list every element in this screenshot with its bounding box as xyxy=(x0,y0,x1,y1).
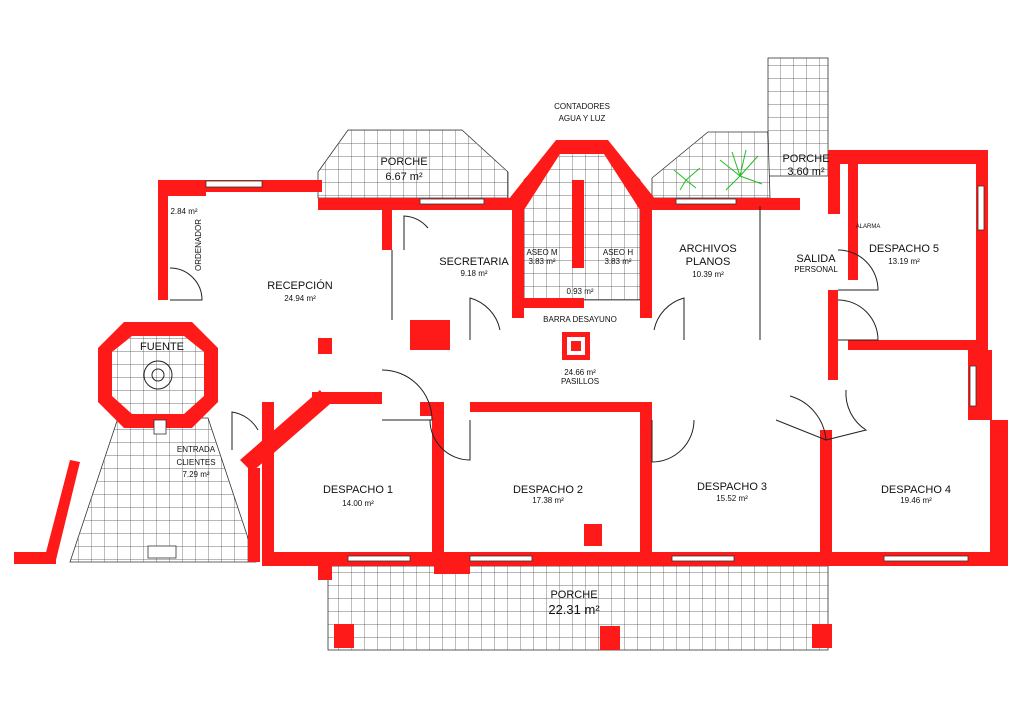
despacho2-name: DESPACHO 2 xyxy=(513,484,583,496)
despacho4-name: DESPACHO 4 xyxy=(881,484,951,496)
porche-s-area: 22.31 m² xyxy=(548,602,600,617)
despacho5-name: DESPACHO 5 xyxy=(869,243,939,255)
ordenador-name: ORDENADOR xyxy=(194,219,203,271)
plant-icon xyxy=(673,149,763,191)
aseo-m-area: 3.83 m² xyxy=(528,257,555,266)
despacho5-area: 13.19 m² xyxy=(888,257,920,266)
entrada-area: 7.29 m² xyxy=(182,470,209,479)
despacho3-name: DESPACHO 3 xyxy=(697,481,767,493)
entrada-name: ENTRADA xyxy=(177,445,216,454)
porche-ne-area: 3.60 m² xyxy=(787,166,825,178)
recepcion-name: RECEPCIÓN xyxy=(267,279,332,292)
despacho3-area: 15.52 m² xyxy=(716,494,748,503)
tiled-areas xyxy=(69,57,829,651)
despacho2-area: 17.38 m² xyxy=(532,496,564,505)
room-labels: CONTADORES AGUA Y LUZ PORCHE 6.67 m² POR… xyxy=(140,102,951,617)
porche-nw-name: PORCHE xyxy=(380,156,427,168)
aseo-m-name: ASEO M xyxy=(526,248,557,257)
porche-ne-name: PORCHE xyxy=(782,153,829,165)
salida-name2: PERSONAL xyxy=(794,265,838,274)
alarma-note: ALARMA xyxy=(856,224,881,230)
doors xyxy=(169,206,879,463)
despacho4-area: 19.46 m² xyxy=(900,496,932,505)
despacho1-name: DESPACHO 1 xyxy=(323,484,393,496)
porche-nw-area: 6.67 m² xyxy=(385,171,423,183)
windows xyxy=(147,180,985,562)
porche-s-name: PORCHE xyxy=(550,589,597,601)
salida-name: SALIDA xyxy=(796,253,836,265)
archivos-name: ARCHIVOS xyxy=(679,243,736,255)
secretaria-area: 9.18 m² xyxy=(460,269,487,278)
contadores-sub: AGUA Y LUZ xyxy=(559,114,606,123)
archivos-name2: PLANOS xyxy=(686,256,731,268)
fountain xyxy=(143,360,173,390)
archivos-area: 10.39 m² xyxy=(692,270,724,279)
contadores-name: CONTADORES xyxy=(554,102,610,111)
recepcion-area: 24.94 m² xyxy=(284,294,316,303)
pasillos-name: PASILLOS xyxy=(561,377,599,386)
barra-area: 0.93 m² xyxy=(566,287,593,296)
barra-name: BARRA DESAYUNO xyxy=(543,315,617,324)
fuente-name: FUENTE xyxy=(140,341,184,353)
despacho1-area: 14.00 m² xyxy=(342,499,374,508)
aseo-h-area: 3.83 m² xyxy=(604,257,631,266)
pasillos-area: 24.66 m² xyxy=(564,368,596,377)
secretaria-name: SECRETARIA xyxy=(439,256,509,268)
entrada-name2: CLIENTES xyxy=(176,458,215,467)
aseo-h-name: ASEO H xyxy=(603,248,633,257)
ordenador-area: 2.84 m² xyxy=(170,207,197,216)
